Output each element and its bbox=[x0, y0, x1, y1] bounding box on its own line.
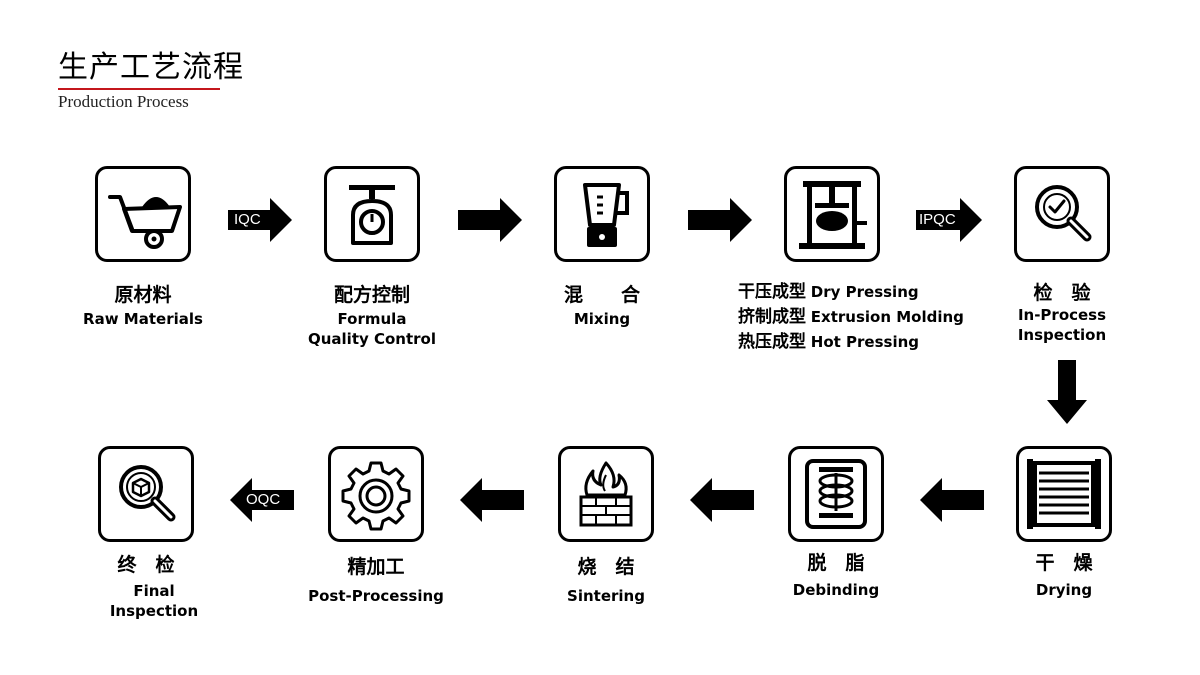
magnifier-box-icon bbox=[119, 465, 176, 522]
arrow-left-3 bbox=[460, 478, 524, 522]
arrow-right-icon bbox=[458, 198, 522, 242]
post-processing-box bbox=[328, 446, 424, 542]
arrow-oqc: OQC bbox=[230, 478, 294, 522]
extrusion-en: Extrusion Molding bbox=[810, 308, 964, 326]
step-formula-cn: 配方控制 bbox=[333, 284, 410, 306]
step-drying-cn: 干 燥 bbox=[1035, 552, 1093, 574]
step-in-process-inspection-cn: 检 验 bbox=[1033, 282, 1091, 304]
step-post-processing-cn: 精加工 bbox=[347, 556, 405, 578]
step-debinding-cn: 脱 脂 bbox=[807, 552, 865, 574]
debinding-box bbox=[788, 446, 884, 542]
arrow-iqc: IQC bbox=[228, 198, 292, 242]
title-underline bbox=[58, 88, 220, 90]
step-debinding-en: Debinding bbox=[792, 581, 880, 599]
dry-pressing-en: Dry Pressing bbox=[810, 283, 919, 301]
iqc-label: IQC bbox=[234, 211, 261, 228]
step-post-processing-en: Post-Processing bbox=[308, 587, 444, 605]
forming-hot-pressing: 热压成型 Hot Pressing bbox=[738, 330, 964, 355]
step-drying-en: Drying bbox=[1035, 581, 1093, 599]
sintering-box bbox=[558, 446, 654, 542]
final-inspection-box bbox=[98, 446, 194, 542]
arrow-right-icon bbox=[228, 198, 292, 242]
step-raw-materials-en: Raw Materials bbox=[83, 310, 203, 328]
mixing-box bbox=[554, 166, 650, 262]
step-mixing-en: Mixing bbox=[573, 310, 631, 328]
forming-dry-pressing: 干压成型 Dry Pressing bbox=[738, 280, 964, 305]
forming-box bbox=[784, 166, 880, 262]
step-sintering-cn: 烧 结 bbox=[577, 556, 635, 578]
step-mixing-cn: 混 合 bbox=[563, 284, 640, 306]
arrow-right-2 bbox=[688, 198, 752, 242]
hot-pressing-cn: 热压成型 bbox=[738, 332, 806, 352]
arrow-left-2 bbox=[690, 478, 754, 522]
arrow-left-icon bbox=[690, 478, 754, 522]
extrusion-cn: 挤制成型 bbox=[738, 307, 806, 327]
raw-materials-box bbox=[95, 166, 191, 262]
forming-extrusion: 挤制成型 Extrusion Molding bbox=[738, 305, 964, 330]
step-final-inspection-cn: 终 检 bbox=[117, 554, 175, 576]
step-raw-materials-cn: 原材料 bbox=[114, 284, 172, 306]
arrow-right-icon bbox=[688, 198, 752, 242]
formula-box bbox=[324, 166, 420, 262]
page-title-en: Production Process bbox=[58, 92, 189, 111]
drying-box bbox=[1016, 446, 1112, 542]
spring-icon bbox=[805, 459, 867, 529]
oqc-label: OQC bbox=[246, 491, 281, 508]
gear-icon bbox=[341, 461, 411, 531]
dry-pressing-cn: 干压成型 bbox=[738, 282, 806, 302]
arrow-down bbox=[1047, 360, 1087, 424]
in-process-inspection-box bbox=[1014, 166, 1110, 262]
magnifier-check-icon bbox=[1035, 185, 1092, 242]
arrow-down-icon bbox=[1047, 360, 1087, 424]
arrow-left-icon bbox=[230, 478, 294, 522]
hot-pressing-en: Hot Pressing bbox=[810, 333, 920, 351]
ipqc-label: IPQC bbox=[919, 211, 956, 228]
fire-brick-icon bbox=[579, 461, 633, 527]
page-title-cn: 生产工艺流程 bbox=[58, 50, 244, 85]
arrow-right-1 bbox=[458, 198, 522, 242]
press-icon bbox=[799, 181, 867, 249]
arrow-left-icon bbox=[920, 478, 984, 522]
wheelbarrow-icon bbox=[108, 195, 182, 249]
drying-rack-icon bbox=[1027, 459, 1101, 529]
scale-icon bbox=[349, 185, 395, 245]
step-final-inspection-en: Final Inspection bbox=[109, 582, 199, 620]
blender-icon bbox=[583, 183, 629, 247]
arrow-left-icon bbox=[460, 478, 524, 522]
step-formula-en: Formula Quality Control bbox=[307, 310, 436, 348]
step-in-process-inspection-en: In-Process Inspection bbox=[1017, 306, 1107, 344]
forming-methods: 干压成型 Dry Pressing 挤制成型 Extrusion Molding… bbox=[738, 280, 964, 355]
arrow-right-icon bbox=[916, 198, 982, 242]
arrow-left-1 bbox=[920, 478, 984, 522]
step-sintering-en: Sintering bbox=[567, 587, 645, 605]
arrow-ipqc: IPQC bbox=[916, 198, 982, 242]
